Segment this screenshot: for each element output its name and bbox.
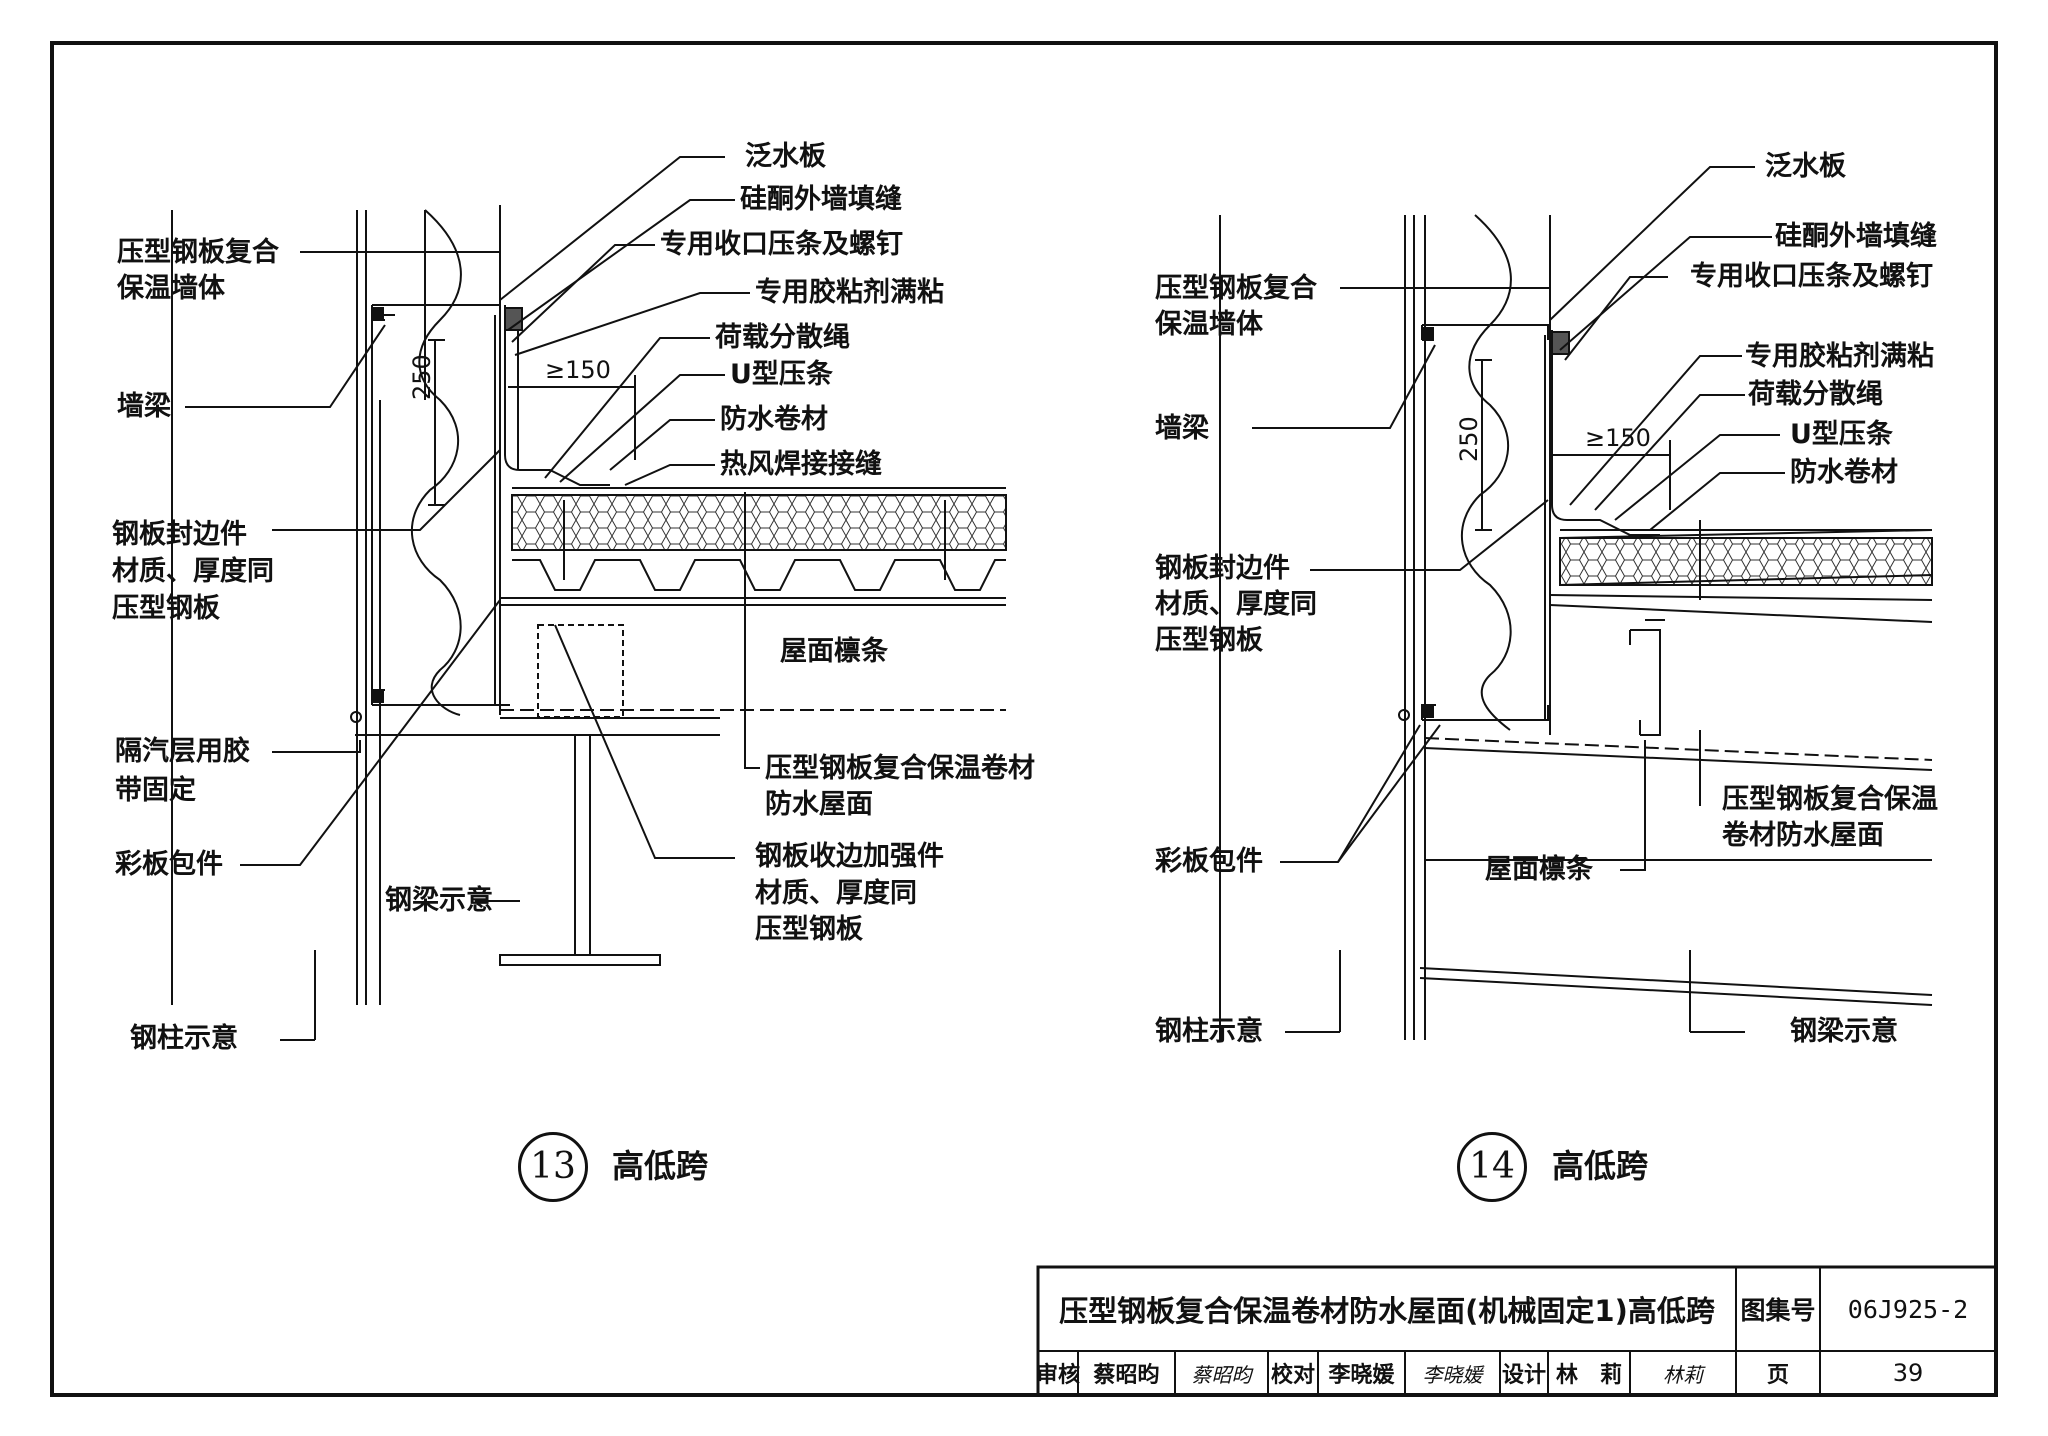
- label-cladding-14: 彩板包件: [1155, 846, 1263, 877]
- label-stiffener-13-line3: 压型钢板: [755, 914, 863, 945]
- checker-name: 李晓媛: [1328, 1363, 1395, 1388]
- label-roof-14-line2: 卷材防水屋面: [1722, 820, 1884, 851]
- label-edge-14-line3: 压型钢板: [1155, 625, 1263, 656]
- label-load-rope-13: 荷载分散绳: [715, 322, 850, 353]
- label-adhesive-14: 专用胶粘剂满粘: [1745, 341, 1934, 372]
- label-wall-13-line1: 压型钢板复合: [117, 237, 279, 268]
- label-u-strip-14: U型压条: [1790, 419, 1893, 450]
- reviewer-name: 蔡昭昀: [1093, 1363, 1160, 1388]
- check-label: 校对: [1270, 1363, 1315, 1388]
- title-block-title: 压型钢板复合保温卷材防水屋面(机械固定1)高低跨: [1059, 1294, 1715, 1328]
- label-edge-14-line2: 材质、厚度同: [1155, 589, 1317, 620]
- label-vapor-13-line1: 隔汽层用胶: [115, 736, 250, 767]
- review-label: 审核: [1036, 1363, 1081, 1388]
- label-edge-13-line2: 材质、厚度同: [112, 556, 274, 587]
- page-label: 页: [1766, 1363, 1789, 1388]
- design-label: 设计: [1501, 1363, 1546, 1388]
- label-silicone-seal-13: 硅酮外墙填缝: [740, 184, 902, 215]
- label-roof-14-line1: 压型钢板复合保温: [1722, 784, 1938, 815]
- label-adhesive-13: 专用胶粘剂满粘: [755, 277, 944, 308]
- label-membrane-14: 防水卷材: [1790, 457, 1898, 488]
- label-flashing-14: 泛水板: [1765, 151, 1846, 182]
- label-purlin-13: 屋面檩条: [780, 636, 888, 667]
- label-wall-14-line2: 保温墙体: [1155, 309, 1263, 340]
- label-purlin-14: 屋面檩条: [1485, 854, 1593, 885]
- label-wall-13-line2: 保温墙体: [117, 273, 225, 304]
- label-flashing-13: 泛水板: [745, 141, 826, 172]
- label-u-strip-13: U型压条: [730, 359, 833, 390]
- label-stiffener-13-line1: 钢板收边加强件: [755, 841, 944, 872]
- detail-caption-13: 高低跨: [612, 1147, 709, 1185]
- label-silicone-seal-14: 硅酮外墙填缝: [1775, 221, 1937, 252]
- label-edge-14-line1: 钢板封边件: [1155, 553, 1290, 584]
- label-wall-beam-14: 墙梁: [1155, 413, 1209, 444]
- detail-number-14: 14: [1457, 1132, 1527, 1202]
- atlas-number-label: 图集号: [1740, 1296, 1816, 1325]
- label-steel-column-13: 钢柱示意: [130, 1023, 238, 1054]
- label-wall-14-line1: 压型钢板复合: [1155, 273, 1317, 304]
- atlas-number: 06J925-2: [1847, 1294, 1969, 1324]
- label-stiffener-13-line2: 材质、厚度同: [755, 878, 917, 909]
- label-weld-seam-13: 热风焊接接缝: [720, 449, 882, 480]
- dim-height-13: 250: [408, 354, 436, 400]
- detail-number-13: 13: [518, 1132, 588, 1202]
- label-membrane-13: 防水卷材: [720, 404, 828, 435]
- designer-name: 林 莉: [1555, 1363, 1622, 1388]
- label-closure-strip-14: 专用收口压条及螺钉: [1690, 261, 1933, 292]
- label-wall-beam-13: 墙梁: [117, 391, 171, 422]
- reviewer-signature: 蔡昭昀: [1191, 1362, 1252, 1387]
- checker-signature: 李晓媛: [1422, 1362, 1483, 1387]
- label-cladding-13: 彩板包件: [115, 849, 223, 880]
- label-edge-13-line3: 压型钢板: [112, 593, 220, 624]
- label-steel-beam-13: 钢梁示意: [385, 885, 493, 916]
- label-steel-column-14: 钢柱示意: [1155, 1016, 1263, 1047]
- label-steel-beam-14: 钢梁示意: [1790, 1016, 1898, 1047]
- dim-upstand-14: ≥150: [1585, 424, 1651, 452]
- label-closure-strip-13: 专用收口压条及螺钉: [660, 229, 903, 260]
- label-edge-13-line1: 钢板封边件: [112, 519, 247, 550]
- label-roof-13-line2: 防水屋面: [765, 789, 873, 820]
- page-number: 39: [1892, 1359, 1924, 1387]
- detail-caption-14: 高低跨: [1552, 1147, 1649, 1185]
- dim-height-14: 250: [1455, 416, 1483, 462]
- designer-signature: 林莉: [1663, 1362, 1703, 1387]
- label-vapor-13-line2: 带固定: [115, 775, 196, 806]
- label-roof-13-line1: 压型钢板复合保温卷材: [765, 753, 1035, 784]
- dim-upstand-13: ≥150: [545, 356, 611, 384]
- label-load-rope-14: 荷载分散绳: [1748, 379, 1883, 410]
